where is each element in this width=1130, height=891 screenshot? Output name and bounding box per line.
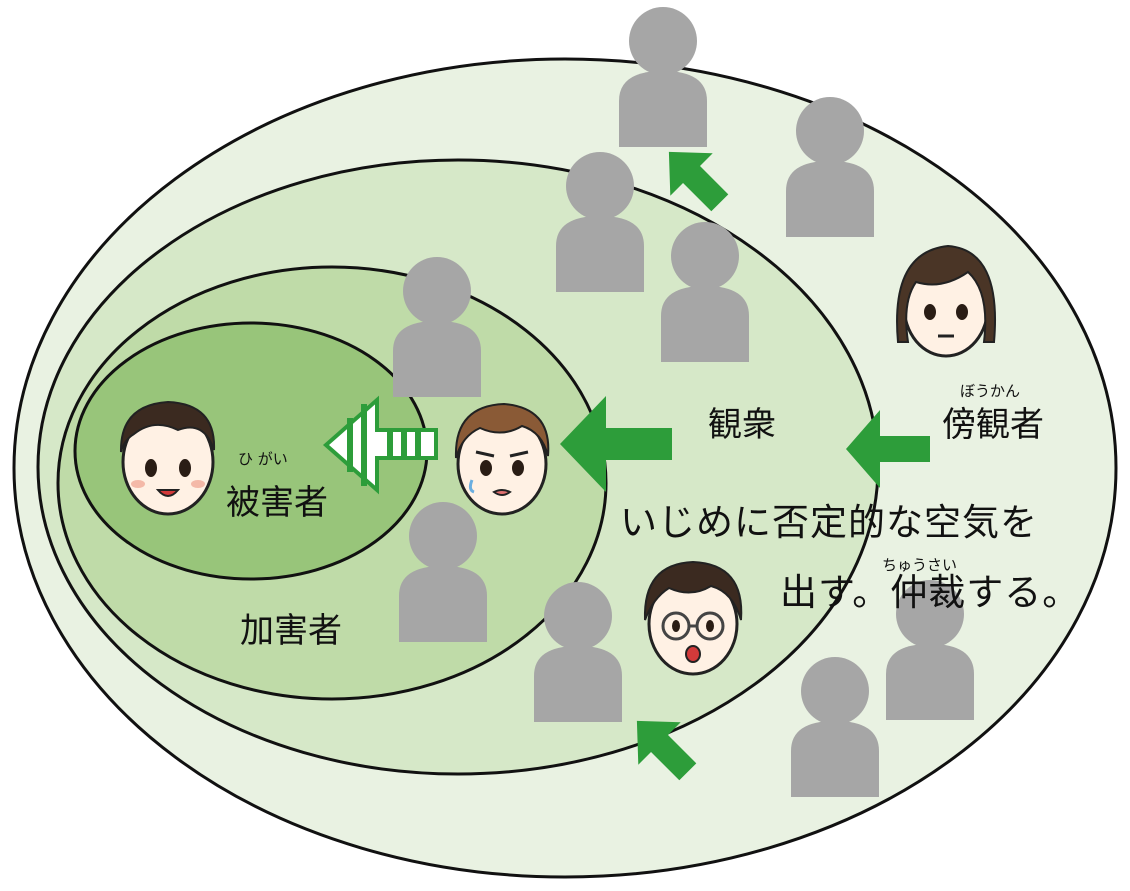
perpetrator-face-icon xyxy=(454,402,550,516)
victim-label: 被害者 xyxy=(226,483,328,523)
person-silhouette-icon xyxy=(399,502,487,642)
perpetrator-label: 加害者 xyxy=(240,611,342,651)
bystander-label: 傍観者 xyxy=(942,405,1044,445)
message-line2: 出す。仲裁する。 xyxy=(780,571,1081,614)
person-silhouette-icon xyxy=(393,257,481,397)
person-silhouette-icon xyxy=(619,7,707,147)
person-silhouette-icon xyxy=(786,97,874,237)
arrow-icon xyxy=(668,151,729,212)
audience-label: 観衆 xyxy=(708,405,776,445)
person-silhouette-icon xyxy=(791,657,879,797)
message-ruby: ちゅうさい xyxy=(882,556,958,574)
person-silhouette-icon xyxy=(886,580,974,720)
arrow-icon xyxy=(560,396,672,492)
intervening-face-icon xyxy=(643,560,743,676)
person-silhouette-icon xyxy=(534,582,622,722)
victim-face-icon xyxy=(119,400,216,516)
arrow-icon xyxy=(636,720,697,781)
bystander-ruby: ぼうかん xyxy=(960,382,1021,400)
victim-ruby: ひ がい xyxy=(238,450,288,468)
person-silhouette-icon xyxy=(556,152,644,292)
bystander-face-icon xyxy=(896,244,996,358)
person-silhouette-icon xyxy=(661,222,749,362)
message-line1: いじめに否定的な空気を xyxy=(620,501,1038,544)
arrow-icon xyxy=(846,410,930,488)
striped-arrow-icon xyxy=(322,395,438,495)
